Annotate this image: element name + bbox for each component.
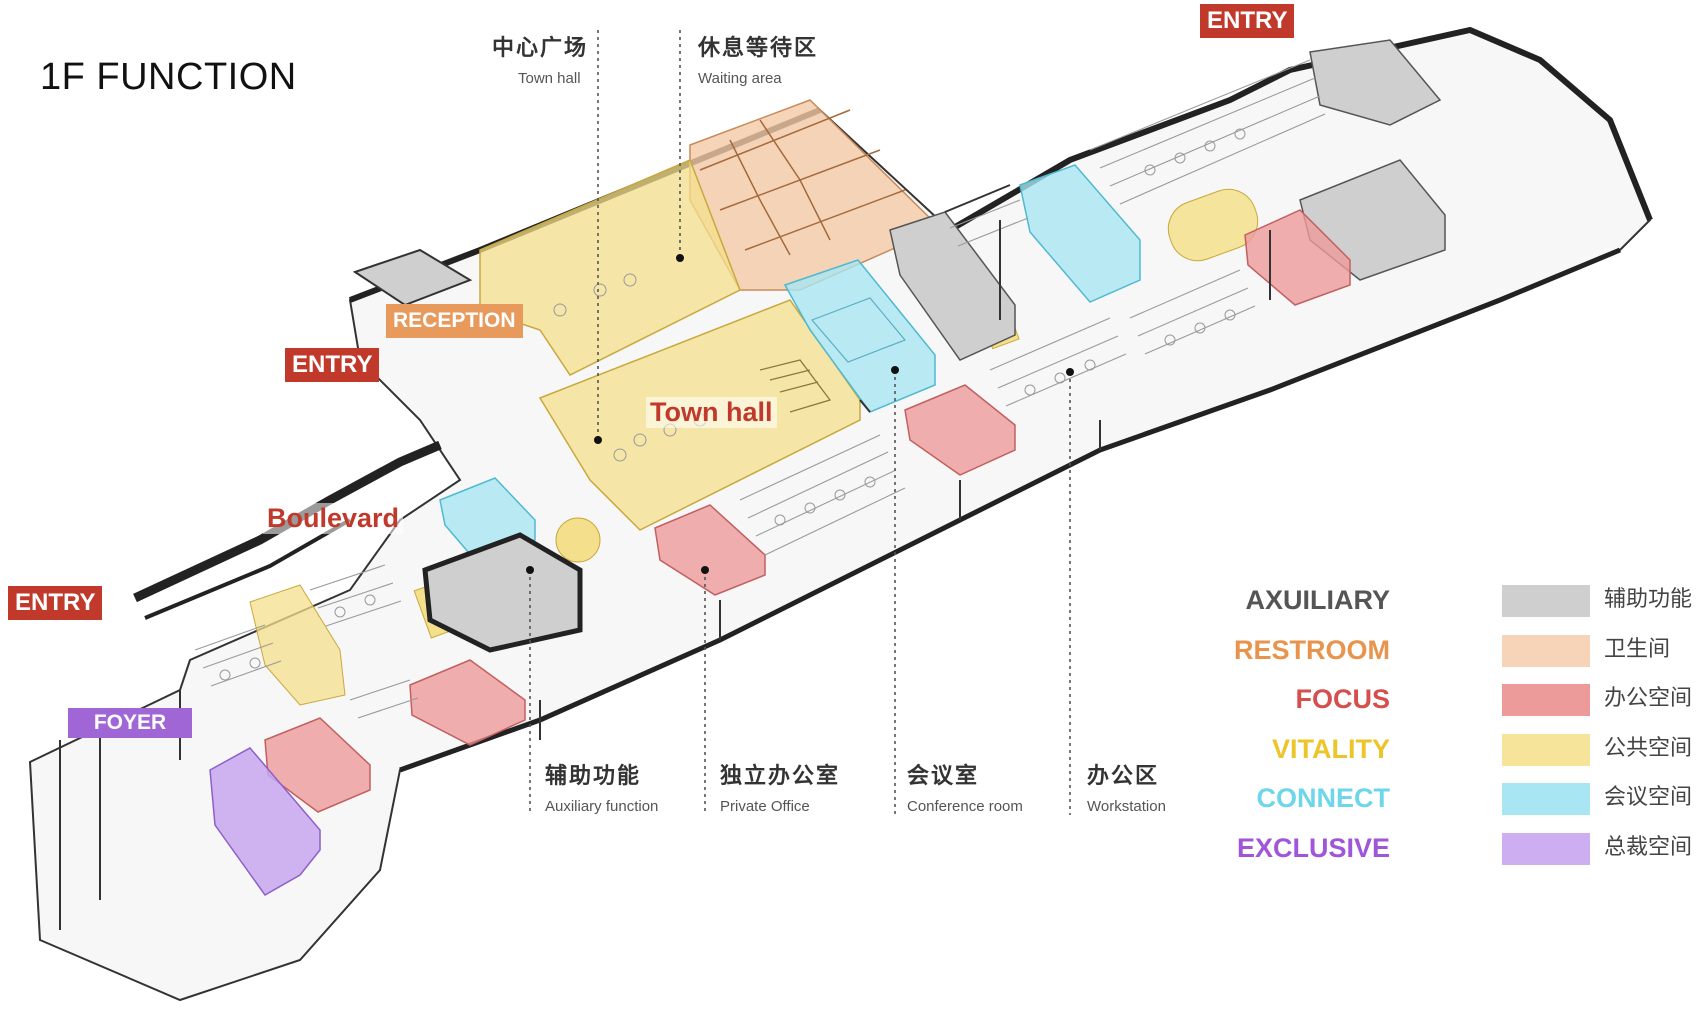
legend-key-connect: CONNECT — [1256, 783, 1391, 813]
legend-key-vitality: VITALITY — [1272, 734, 1390, 764]
legend-key-focus: FOCUS — [1295, 684, 1391, 714]
legend-cn-auxiliary: 辅助功能 — [1604, 587, 1693, 612]
zone-auxiliary-box — [422, 532, 583, 653]
page-title: 1F FUNCTION — [40, 56, 297, 98]
callout-auxiliary-en: Auxiliary function — [545, 798, 659, 815]
callout-town-hall-cn: 中心广场 — [492, 36, 589, 61]
zone-focus-4 — [409, 659, 526, 746]
boulevard-ramp-2 — [144, 518, 351, 620]
callout-auxiliary-cn: 辅助功能 — [545, 764, 642, 789]
legend-swatch-auxiliary — [1502, 585, 1590, 617]
auxiliary-block-nw — [352, 248, 473, 307]
callout-private-office-en: Private Office — [720, 798, 810, 815]
legend-row-exclusive: EXCLUSIVE 总裁空间 — [1237, 831, 1698, 865]
zone-connect-meeting-east — [1019, 164, 1141, 303]
callout-conference: 会议室 Conference room — [907, 758, 1023, 815]
zone-exclusive — [209, 747, 321, 896]
callout-private-office-cn: 独立办公室 — [720, 764, 841, 789]
zone-label-town-hall: Town hall — [646, 397, 777, 428]
callout-conference-cn: 会议室 — [907, 764, 980, 789]
callout-workstation-en: Workstation — [1087, 798, 1166, 815]
callout-auxiliary: 辅助功能 Auxiliary function — [545, 758, 658, 815]
callout-private-office: 独立办公室 Private Office — [720, 758, 840, 815]
legend-swatch-vitality — [1502, 734, 1590, 766]
zone-focus-2 — [654, 504, 766, 596]
callout-waiting-cn: 休息等待区 — [698, 36, 819, 61]
exterior-wall-south — [399, 247, 1621, 773]
legend-swatch-exclusive — [1502, 833, 1590, 865]
reception-tag: RECEPTION — [386, 304, 523, 338]
legend-cn-focus: 办公空间 — [1604, 686, 1693, 711]
callout-dots — [526, 254, 1074, 574]
legend-cn-restroom: 卫生间 — [1604, 637, 1671, 662]
entry-tag-northeast: ENTRY — [1200, 4, 1295, 38]
legend-swatch-restroom — [1502, 635, 1590, 667]
restroom-stalls — [699, 109, 906, 256]
conference-table — [810, 297, 906, 363]
callout-waiting-area: 休息等待区 Waiting area — [698, 30, 818, 87]
legend-key-exclusive: EXCLUSIVE — [1236, 833, 1390, 863]
zone-connect-conference — [783, 259, 936, 413]
interior-partitions — [59, 184, 1271, 930]
callout-workstation-cn: 办公区 — [1087, 764, 1160, 789]
zone-vitality-round — [555, 517, 601, 563]
callout-waiting-en: Waiting area — [698, 70, 782, 87]
callout-workstation: 办公区 Workstation — [1087, 758, 1166, 815]
legend-swatch-focus — [1502, 684, 1590, 716]
legend-row-auxiliary: AXUILIARY 辅助功能 — [1245, 583, 1698, 617]
zone-vitality-capsule — [1167, 188, 1259, 262]
zone-vitality-pod-west — [249, 584, 346, 706]
foyer-tag: FOYER — [68, 708, 192, 738]
legend-key-restroom: RESTROOM — [1233, 635, 1390, 665]
zone-focus-3 — [1244, 209, 1351, 306]
workstation-chairs — [219, 128, 1246, 681]
callout-town-hall-en: Town hall — [518, 70, 581, 87]
legend-cn-exclusive: 总裁空间 — [1604, 835, 1693, 860]
entry-tag-west: ENTRY — [285, 348, 380, 382]
callout-leaders — [529, 30, 1071, 815]
legend-swatch-connect — [1502, 783, 1590, 815]
boulevard-ramp — [133, 440, 442, 603]
zone-label-boulevard: Boulevard — [263, 503, 404, 534]
legend-row-focus: FOCUS 办公空间 — [1258, 682, 1698, 716]
legend-cn-vitality: 公共空间 — [1604, 736, 1693, 761]
zone-focus-1 — [904, 384, 1016, 476]
callout-town-hall: 中心广场 Town hall — [492, 30, 588, 87]
legend-key-auxiliary: AXUILIARY — [1245, 585, 1390, 615]
legend-row-connect: CONNECT 会议空间 — [1256, 781, 1698, 815]
legend-row-vitality: VITALITY 公共空间 — [1258, 732, 1698, 766]
legend-row-restroom: RESTROOM 卫生间 — [1234, 633, 1698, 667]
entry-tag-southwest: ENTRY — [8, 586, 103, 620]
legend-cn-connect: 会议空间 — [1604, 785, 1693, 810]
town-hall-stair — [759, 359, 832, 413]
callout-conference-en: Conference room — [907, 798, 1023, 815]
